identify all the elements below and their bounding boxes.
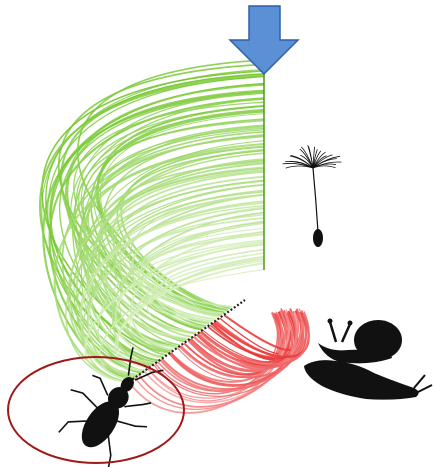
phylogeny-figure bbox=[0, 0, 434, 467]
